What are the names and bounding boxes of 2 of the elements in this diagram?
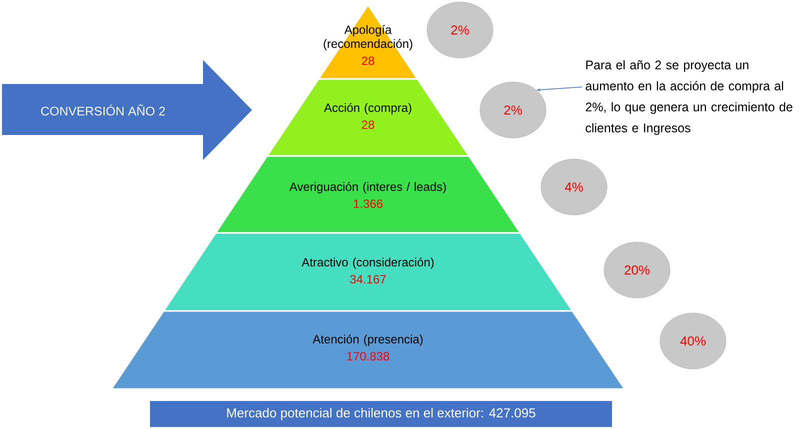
note-text: Para el año 2 se proyecta un aumento en la acción de compra al 2%, lo que genera un crecimiento de clientes e Ingresos	[586, 60, 792, 135]
market-bar: Mercado potencial de chilenos en el exterior: 427.095	[150, 401, 612, 427]
